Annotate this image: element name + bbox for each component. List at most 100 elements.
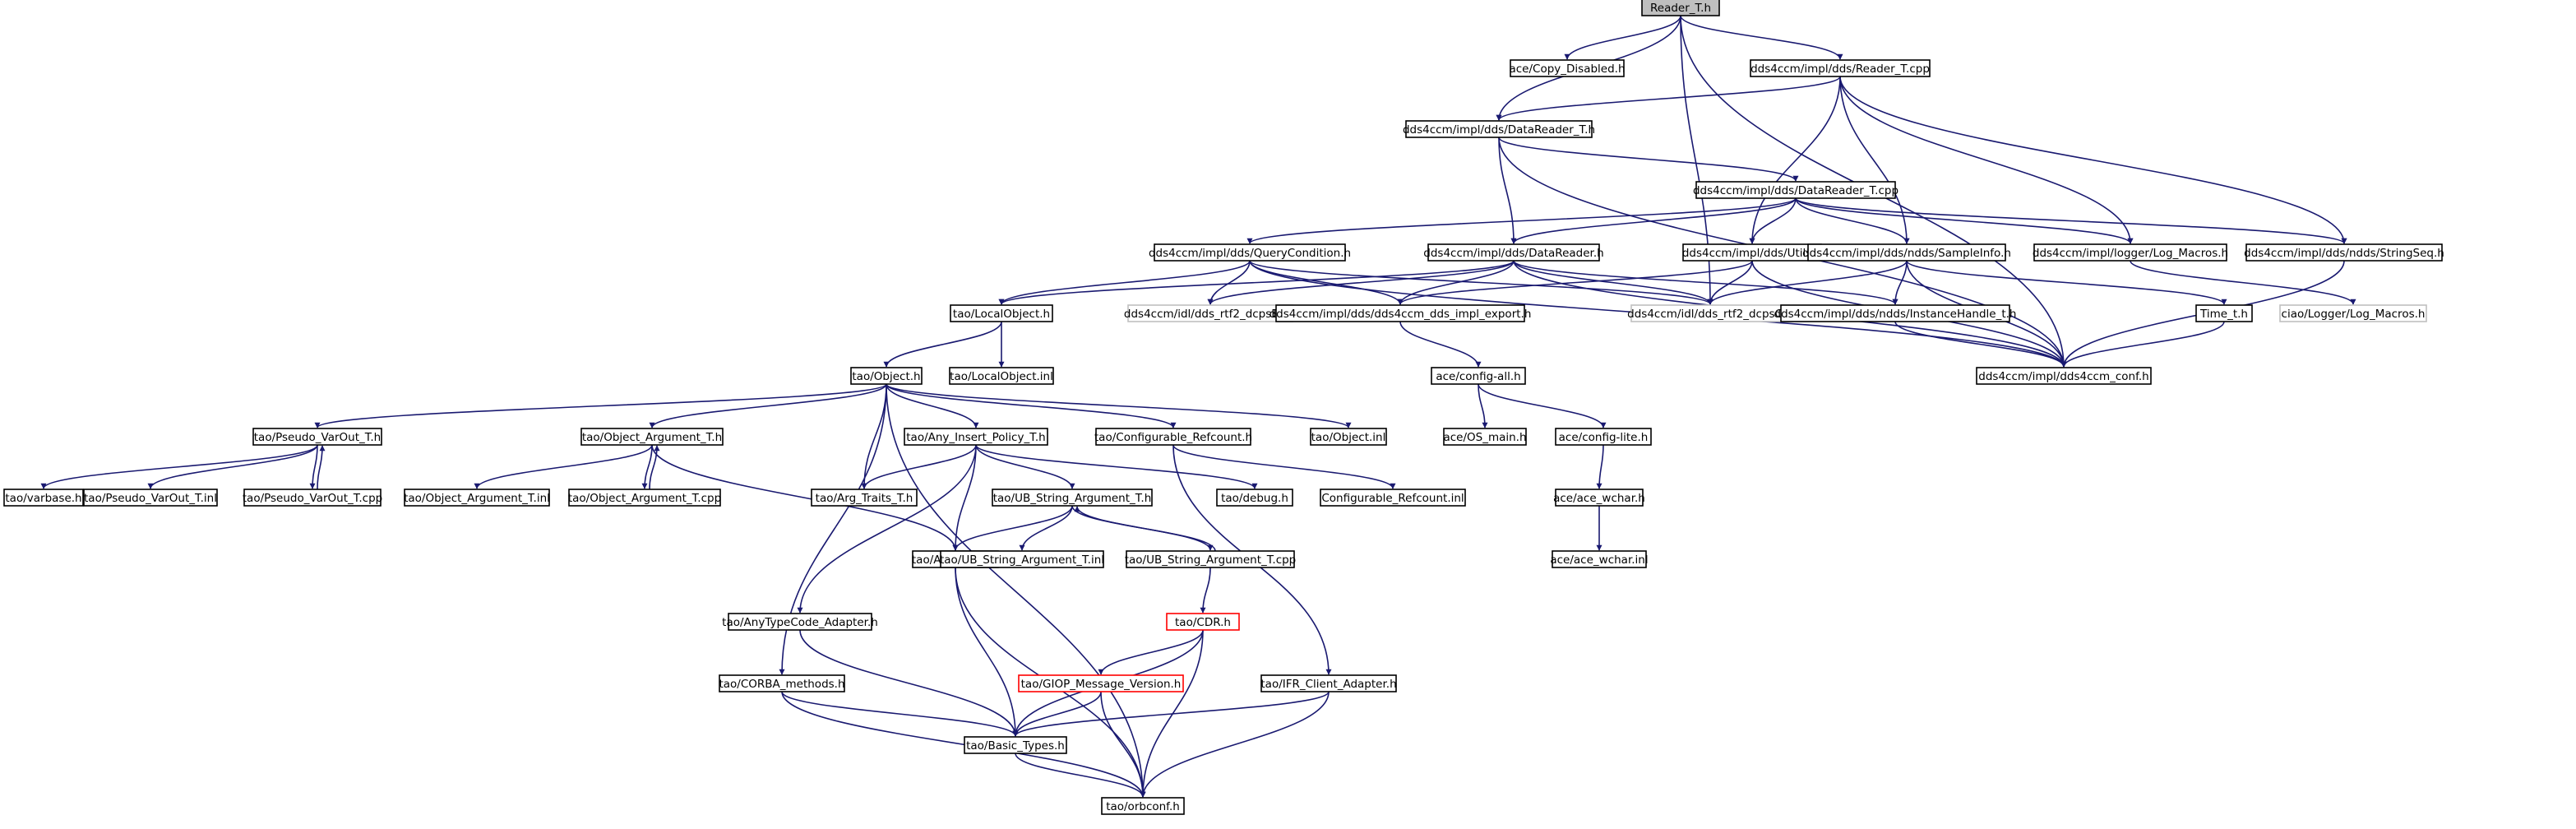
graph-node-ifr-client-adapter[interactable]: tao/IFR_Client_Adapter.h	[1260, 674, 1397, 692]
graph-node-cdr[interactable]: tao/CDR.h	[1166, 613, 1240, 631]
edge-pseudo_varout_h-to-varbase	[40, 444, 318, 489]
edge-object_h-to-object_argument_h	[649, 383, 887, 428]
graph-node-object-argument-cpp[interactable]: tao/Object_Argument_T.cpp	[568, 489, 721, 507]
graph-node-giop-version[interactable]: tao/GIOP_Message_Version.h	[1018, 674, 1184, 692]
graph-node-sampleinfo[interactable]: dds4ccm/impl/dds/ndds/SampleInfo.h	[1802, 243, 2011, 262]
node-box	[1260, 674, 1397, 692]
graph-node-datareader-t-h[interactable]: dds4ccm/impl/dds/DataReader_T.h	[1403, 120, 1595, 138]
graph-node-querycondition[interactable]: dds4ccm/impl/dds/QueryCondition.h	[1149, 243, 1351, 262]
edge-ub_string_h-to-argument	[952, 505, 1073, 551]
edge-anytypecode_adapter-to-basic_types	[799, 629, 1019, 737]
node-box	[728, 613, 872, 631]
graph-node-datareader-t-cpp[interactable]: dds4ccm/impl/dds/DataReader_T.cpp	[1693, 181, 1898, 199]
edge-utils-to-rtf2_dcpsc	[1707, 260, 1753, 305]
node-label: dds4ccm/impl/dds/QueryCondition.h	[1149, 247, 1351, 260]
graph-node-basic-types[interactable]: tao/Basic_Types.h	[964, 736, 1067, 754]
node-label: tao/UB_String_Argument_T.inl	[940, 553, 1104, 567]
graph-node-configurable-refcount[interactable]: tao/Configurable_Refcount.h	[1094, 428, 1252, 446]
edge-datareader_t_cpp-to-utils	[1749, 197, 1797, 244]
graph-node-ace-wchar-inl[interactable]: ace/ace_wchar.inl	[1550, 550, 1649, 568]
node-label: tao/LocalObject.h	[953, 308, 1050, 321]
graph-node-ub-string-cpp[interactable]: tao/UB_String_Argument_T.cpp	[1125, 550, 1297, 568]
graph-node-config-lite[interactable]: ace/config-lite.h	[1555, 428, 1652, 446]
node-box	[243, 489, 382, 507]
edge-pseudo_varout_h-to-pseudo_varout_cpp	[309, 444, 318, 489]
graph-node-log-macros[interactable]: dds4ccm/impl/logger/Log_Macros.h	[2033, 243, 2228, 262]
edge-impl_export-to-config_all	[1399, 321, 1482, 368]
graph-node-localobject-inl[interactable]: tao/LocalObject.inl	[949, 367, 1054, 385]
edge-reader_t_cpp-to-log_macros	[1839, 76, 2134, 244]
node-label: tao/Pseudo_VarOut_T.inl	[84, 492, 217, 505]
graph-node-varbase[interactable]: tao/varbase.h	[3, 489, 84, 507]
graph-node-object-inl[interactable]: tao/Object.inl	[1310, 428, 1387, 446]
graph-node-utils[interactable]: dds4ccm/impl/dds/Utils.h	[1682, 243, 1822, 262]
graph-node-ace-wchar-h[interactable]: ace/ace_wchar.h	[1553, 489, 1645, 507]
node-box	[568, 489, 721, 507]
graph-node-pseudo-varout-cpp[interactable]: tao/Pseudo_VarOut_T.cpp	[243, 489, 382, 507]
edge-config_all-to-config_lite	[1478, 383, 1607, 428]
graph-node-pseudo-varout-inl[interactable]: tao/Pseudo_VarOut_T.inl	[83, 489, 218, 507]
edge-datareader_t_cpp-to-sampleinfo	[1795, 197, 1910, 244]
node-label: tao/UB_String_Argument_T.h	[993, 492, 1152, 505]
graph-node-stringseq[interactable]: dds4ccm/impl/dds/ndds/StringSeq.h	[2244, 243, 2444, 262]
graph-node-orbconf[interactable]: tao/orbconf.h	[1101, 797, 1185, 815]
graph-node-ub-string-h[interactable]: tao/UB_String_Argument_T.h	[992, 489, 1153, 507]
graph-node-ub-string-inl[interactable]: tao/UB_String_Argument_T.inl	[940, 550, 1104, 568]
node-box	[1552, 550, 1647, 568]
node-label: tao/Any_Insert_Policy_T.h	[906, 431, 1045, 444]
node-label: tao/Arg_Traits_T.h	[816, 492, 913, 505]
node-label: dds4ccm/impl/dds/ndds/InstanceHandle_t.h	[1774, 308, 2017, 321]
graph-node-anytypecode-adapter[interactable]: tao/AnyTypeCode_Adapter.h	[722, 613, 878, 631]
graph-node-object-argument-inl[interactable]: tao/Object_Argument_T.inl	[404, 489, 550, 507]
node-box	[949, 367, 1054, 385]
graph-node-datareader-h[interactable]: dds4ccm/impl/dds/DataReader.h	[1423, 243, 1604, 262]
edge-configurable_refcount-to-configurable_refcount_inl	[1172, 444, 1396, 489]
edge-datareader_t_cpp-to-querycondition	[1246, 197, 1797, 244]
graph-node-rtf2-dcpsc[interactable]: dds4ccm/idl/dds_rtf2_dcpsC.h	[1627, 304, 1793, 322]
graph-node-reader-t-cpp[interactable]: dds4ccm/impl/dds/Reader_T.cpp	[1750, 59, 1931, 77]
graph-node-localobject[interactable]: tao/LocalObject.h	[950, 304, 1053, 322]
node-box	[1431, 367, 1526, 385]
graph-node-arg-traits[interactable]: tao/Arg_Traits_T.h	[811, 489, 918, 507]
graph-node-instancehandle[interactable]: dds4ccm/impl/dds/ndds/InstanceHandle_t.h	[1774, 304, 2017, 322]
node-box	[2033, 243, 2227, 262]
edge-basic_types-to-orbconf	[1015, 753, 1146, 798]
node-box	[1443, 428, 1527, 446]
node-label: tao/Object.inl	[1311, 431, 1386, 444]
graph-node-config-all[interactable]: ace/config-all.h	[1431, 367, 1526, 385]
graph-node-reader-t-h[interactable]: Reader_T.h	[1641, 0, 1720, 16]
graph-node-pseudo-varout-h[interactable]: tao/Pseudo_VarOut_T.h	[252, 428, 382, 446]
node-box	[1976, 367, 2152, 385]
graph-node-debug[interactable]: tao/debug.h	[1216, 489, 1293, 507]
graph-node-dds4ccm-conf[interactable]: dds4ccm/impl/dds4ccm_conf.h	[1976, 367, 2152, 385]
graph-node-configurable-refcount-inl[interactable]: Configurable_Refcount.inl	[1320, 489, 1466, 507]
edge-sampleinfo-to-instancehandle	[1892, 260, 1908, 305]
graph-node-time-t[interactable]: Time_t.h	[2195, 304, 2253, 322]
node-box	[1275, 304, 1525, 322]
edge-object_h-to-any_insert_policy	[886, 383, 979, 428]
graph-node-copy-disabled[interactable]: ace/Copy_Disabled.h	[1509, 59, 1626, 77]
graph-node-os-main[interactable]: ace/OS_main.h	[1443, 428, 1527, 446]
edge-datareader_t_cpp-to-stringseq	[1795, 197, 2347, 244]
node-box	[1555, 428, 1652, 446]
graph-node-rtf2-dcpsec[interactable]: dds4ccm/idl/dds_rtf2_dcpsEC.h	[1124, 304, 1297, 322]
graph-node-ciao-log-macros[interactable]: ciao/Logger/Log_Macros.h	[2279, 304, 2427, 322]
edge-datareader_h-to-localobject	[998, 260, 1515, 305]
graph-node-object-h[interactable]: tao/Object.h	[850, 367, 923, 385]
node-label: tao/Basic_Types.h	[966, 739, 1065, 753]
graph-node-object-argument-h[interactable]: tao/Object_Argument_T.h	[580, 428, 724, 446]
edge-sampleinfo-to-rtf2_dcpsc	[1707, 260, 1908, 305]
node-box	[1780, 304, 2010, 322]
node-box	[1154, 243, 1346, 262]
node-box	[850, 367, 923, 385]
node-label: Reader_T.h	[1650, 2, 1711, 15]
graph-node-any-insert-policy[interactable]: tao/Any_Insert_Policy_T.h	[904, 428, 1048, 446]
node-label: tao/Object_Argument_T.inl	[404, 492, 550, 505]
graph-node-impl-export[interactable]: dds4ccm/impl/dds/dds4ccm_dds_impl_export…	[1270, 304, 1532, 322]
edge-config_all-to-os_main	[1478, 383, 1488, 428]
graph-node-corba-methods[interactable]: tao/CORBA_methods.h	[719, 674, 845, 692]
node-box	[2279, 304, 2427, 322]
edge-object_h-to-configurable_refcount	[886, 383, 1177, 428]
edge-any_insert_policy-to-anytypecode_adapter	[797, 444, 977, 614]
